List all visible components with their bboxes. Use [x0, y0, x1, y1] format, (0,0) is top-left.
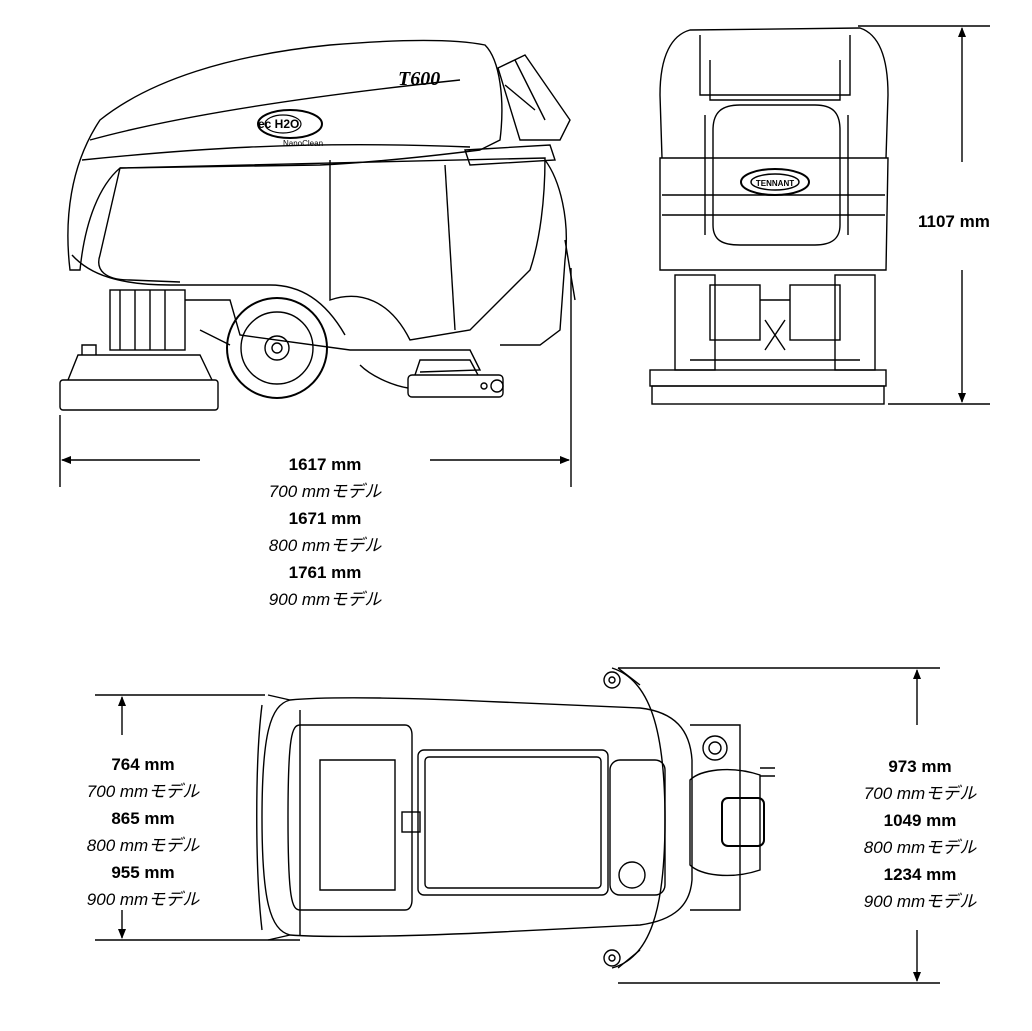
width-left-900-model: 900 mmモデル: [86, 890, 200, 909]
width-left-800-model: 800 mmモデル: [86, 836, 200, 855]
width-left-900-value: 955 mm: [111, 863, 175, 882]
top-left-width-label: 764 mm 700 mmモデル 865 mm 800 mmモデル 955 mm…: [58, 752, 228, 914]
logo-subtext: NanoClean: [283, 139, 323, 148]
front-view-machine: TENNANT: [649, 27, 889, 405]
front-badge-text: TENNANT: [756, 179, 794, 188]
top-right-width-dimension-lines: [618, 667, 940, 984]
top-right-width-label: 973 mm 700 mmモデル 1049 mm 800 mmモデル 1234 …: [835, 754, 1005, 916]
width-left-800-value: 865 mm: [111, 809, 175, 828]
length-700-model: 700 mmモデル: [268, 482, 382, 501]
top-left-width-dimension-lines: [95, 694, 300, 941]
length-700-value: 1617 mm: [288, 455, 362, 474]
logo-text: ec H2O: [258, 117, 299, 131]
length-dimension-lines: [59, 268, 572, 487]
length-800-value: 1671 mm: [288, 509, 362, 528]
top-view-machine: [256, 667, 775, 969]
height-dimension-lines: [858, 25, 990, 405]
width-left-700-model: 700 mmモデル: [86, 782, 200, 801]
model-badge-text: T600: [398, 68, 440, 90]
length-900-value: 1761 mm: [288, 563, 362, 582]
width-right-800-model: 800 mmモデル: [863, 838, 977, 857]
length-800-model: 800 mmモデル: [268, 536, 382, 555]
width-right-800-value: 1049 mm: [883, 811, 957, 830]
width-right-700-model: 700 mmモデル: [863, 784, 977, 803]
width-right-700-value: 973 mm: [888, 757, 952, 776]
side-view-machine: T600 ec H2O NanoClean: [59, 39, 576, 411]
length-dimension-label: 1617 mm 700 mmモデル 1671 mm 800 mmモデル 1761…: [240, 452, 410, 614]
width-right-900-value: 1234 mm: [883, 865, 957, 884]
width-right-900-model: 900 mmモデル: [863, 892, 977, 911]
length-900-model: 900 mmモデル: [268, 590, 382, 609]
height-dimension-label: 1107 mm: [918, 212, 990, 231]
width-left-700-value: 764 mm: [111, 755, 175, 774]
